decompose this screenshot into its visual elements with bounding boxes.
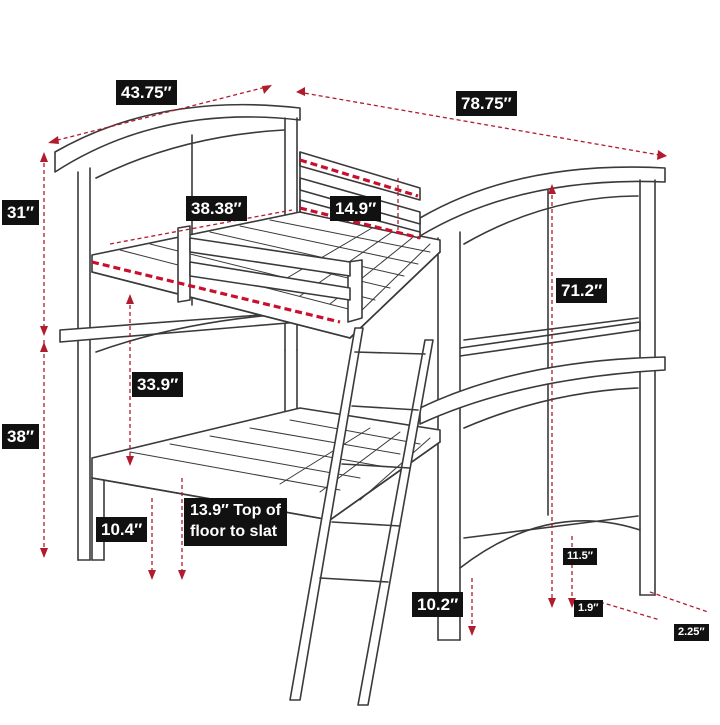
right-footboard bbox=[419, 166, 666, 641]
upper-rail-highlight-right bbox=[299, 158, 419, 198]
end-rail-clearance-label: 10.2″ bbox=[412, 592, 464, 617]
upper-bunk bbox=[91, 151, 441, 339]
dim-post-width bbox=[599, 601, 661, 621]
under-bed-clearance-label: 10.4″ bbox=[96, 517, 148, 542]
slat-height-label: 13.9″ Top of floor to slat bbox=[184, 498, 287, 546]
foot-height-label: 11.5″ bbox=[563, 548, 598, 565]
length-dimension-label: 78.75″ bbox=[456, 91, 517, 116]
dim-post-depth bbox=[649, 591, 709, 613]
upper-rail-highlight-left bbox=[91, 260, 341, 324]
ladder bbox=[289, 327, 434, 706]
bunk-clearance-label: 33.9″ bbox=[132, 372, 184, 397]
dim-length bbox=[297, 91, 666, 157]
guardrail-height-label: 14.9″ bbox=[330, 196, 382, 221]
guardrail-highlight bbox=[299, 206, 421, 240]
guardrail bbox=[177, 225, 363, 323]
top-bunk-height-label: 31″ bbox=[2, 200, 40, 225]
width-dimension-label: 43.75″ bbox=[116, 80, 177, 105]
guardrail-length-label: 38.38″ bbox=[186, 196, 247, 221]
post-depth-label: 2.25″ bbox=[674, 624, 709, 641]
overall-height-label: 71.2″ bbox=[556, 278, 608, 303]
slat-highlights bbox=[91, 158, 421, 324]
dim-guardrail-length bbox=[109, 209, 293, 245]
lower-section-height-label: 38″ bbox=[2, 424, 40, 449]
dimension-lines bbox=[43, 85, 709, 634]
dim-width bbox=[49, 85, 271, 143]
dimension-arrowheads bbox=[40, 85, 667, 636]
post-width-label: 1.9″ bbox=[574, 600, 603, 617]
